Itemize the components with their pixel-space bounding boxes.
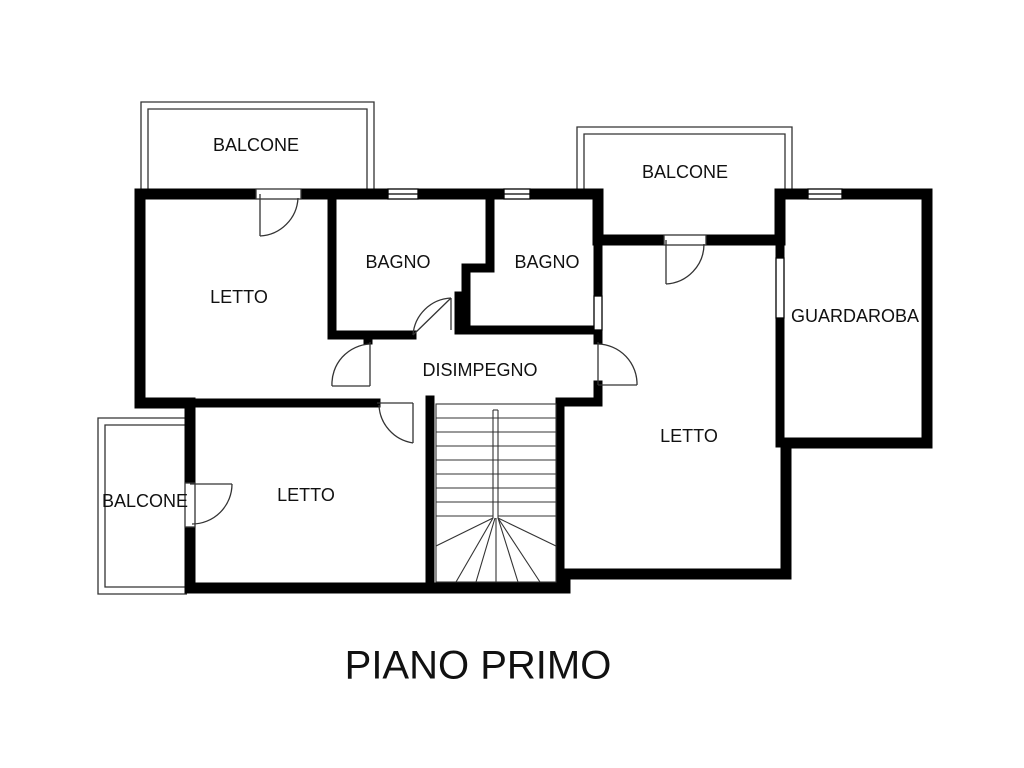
staircase: [435, 403, 557, 583]
interior-walls: [185, 189, 785, 587]
room-label-balcone-left: BALCONE: [102, 491, 188, 511]
plan-title: PIANO PRIMO: [345, 644, 612, 688]
room-label-balcone-top-right: BALCONE: [642, 162, 728, 182]
windows: [387, 188, 843, 331]
room-label-bagno-2: BAGNO: [514, 252, 579, 272]
room-label-disimpegno: DISIMPEGNO: [422, 360, 537, 380]
balcony-top-left-outline: [140, 101, 375, 192]
room-label-letto-top-left: LETTO: [210, 287, 268, 307]
balcony-top-right-outline: [576, 126, 793, 192]
room-label-balcone-top-left: BALCONE: [213, 135, 299, 155]
room-label-bagno-1: BAGNO: [365, 252, 430, 272]
balcony-left-outline: [97, 417, 187, 595]
room-label-letto-right: LETTO: [660, 426, 718, 446]
doors: [184, 188, 707, 528]
room-label-letto-bottom-left: LETTO: [277, 485, 335, 505]
room-label-guardaroba: GUARDAROBA: [791, 306, 919, 326]
